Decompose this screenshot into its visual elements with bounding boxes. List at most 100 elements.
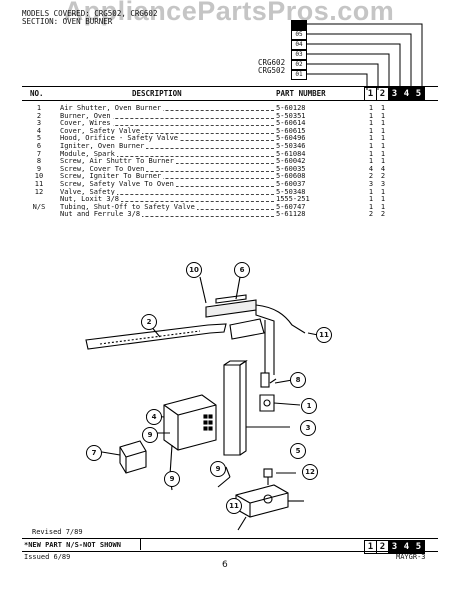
part-item-number: 3 bbox=[36, 119, 42, 128]
part-description: Screw, Air Shuttr To Burner bbox=[60, 157, 176, 166]
part-qty-1: 1 bbox=[368, 104, 374, 112]
model-label-crg502: CRG502 bbox=[258, 66, 286, 75]
part-item-number: 12 bbox=[34, 187, 44, 196]
callout-10: 10 bbox=[186, 262, 202, 278]
part-qty-1: 1 bbox=[368, 187, 374, 196]
part-qty-2: 3 bbox=[380, 180, 386, 188]
part-description: Burner, Oven bbox=[60, 111, 113, 120]
code-box-01: 01 bbox=[291, 70, 307, 80]
part-description: Igniter, Oven Burner bbox=[60, 142, 147, 150]
page-number: 6 bbox=[222, 560, 228, 570]
part-description: Cover, Wires bbox=[60, 119, 113, 128]
header-rule-top bbox=[22, 86, 438, 87]
callout-7: 7 bbox=[86, 445, 102, 461]
part-qty-1: 1 bbox=[368, 202, 374, 211]
part-item-number: 11 bbox=[34, 180, 44, 188]
part-qty-1: 1 bbox=[368, 111, 374, 120]
part-description: Valve, Safety bbox=[60, 187, 117, 196]
part-qty-2: 1 bbox=[380, 104, 386, 112]
model-code-connectors bbox=[306, 23, 423, 90]
part-number: 5-60496 bbox=[276, 134, 306, 143]
part-qty-1: 1 bbox=[368, 149, 374, 158]
part-item-number: 10 bbox=[34, 172, 44, 181]
col-no: NO. bbox=[30, 89, 44, 98]
watermark: AppliancePartsPros.com bbox=[63, 0, 395, 26]
part-number: 5-60128 bbox=[276, 104, 306, 112]
part-number: 5-60747 bbox=[276, 202, 306, 211]
callout-6: 6 bbox=[234, 262, 250, 278]
part-number: 5-60615 bbox=[276, 126, 306, 135]
part-qty-2: 1 bbox=[380, 202, 386, 211]
footer-qty-col-5: 5 bbox=[412, 540, 425, 554]
doc-code: MAYGR-3 bbox=[396, 553, 426, 561]
code-box-04: 04 bbox=[291, 40, 307, 50]
part-qty-2: 2 bbox=[380, 210, 386, 219]
code-box-filled bbox=[291, 20, 307, 30]
footer-rule-top bbox=[22, 538, 438, 539]
part-qty-2: 1 bbox=[380, 149, 386, 158]
part-qty-1: 2 bbox=[368, 210, 374, 219]
header-rule-bottom bbox=[22, 100, 438, 101]
part-description: Tubing, Shut-Off to Safety Valve bbox=[60, 202, 197, 211]
part-qty-2: 1 bbox=[380, 126, 386, 135]
part-description: Nut and Ferrule 3/8 bbox=[60, 210, 143, 219]
part-qty-2: 1 bbox=[380, 195, 386, 204]
part-description: Air Shutter, Oven Burner bbox=[60, 104, 164, 112]
igniter-bracket bbox=[205, 299, 257, 318]
part-item-number: 6 bbox=[36, 142, 42, 150]
callout-4: 4 bbox=[146, 409, 162, 425]
callout-9-bottom: 9 bbox=[164, 471, 180, 487]
code-box-03: 03 bbox=[291, 50, 307, 60]
callout-9-middle: 9 bbox=[210, 461, 226, 477]
part-number: 5-61128 bbox=[276, 210, 306, 219]
callout-11-bottom: 11 bbox=[226, 498, 242, 514]
callout-2: 2 bbox=[141, 314, 157, 330]
part-description: Module, Spark bbox=[60, 149, 117, 158]
spark-module bbox=[119, 440, 147, 474]
part-qty-1: 1 bbox=[368, 195, 374, 204]
callout-9-left: 9 bbox=[142, 427, 158, 443]
part-qty-2: 1 bbox=[380, 111, 386, 120]
part-number: 5-50348 bbox=[276, 187, 306, 196]
part-item-number: 1 bbox=[36, 104, 42, 112]
part-qty-1: 1 bbox=[368, 134, 374, 143]
exploded-parts-diagram bbox=[85, 276, 319, 531]
revised-date: Revised 7/89 bbox=[32, 528, 83, 536]
code-box-02: 02 bbox=[291, 60, 307, 70]
part-item-number: 8 bbox=[36, 157, 42, 166]
safety-valve bbox=[235, 484, 289, 518]
qty-col-5: 5 bbox=[412, 87, 425, 101]
part-description: Screw, Igniter To Burner bbox=[60, 172, 164, 181]
part-number: 5-50351 bbox=[276, 111, 306, 120]
part-number: 5-60037 bbox=[276, 180, 306, 188]
part-item-number: 9 bbox=[36, 164, 42, 173]
col-part-number: PART NUMBER bbox=[276, 89, 326, 98]
part-number: 5-50346 bbox=[276, 142, 306, 150]
callout-5: 5 bbox=[290, 443, 306, 459]
part-qty-2: 1 bbox=[380, 157, 386, 166]
part-item-number: 7 bbox=[36, 149, 42, 158]
col-description: DESCRIPTION bbox=[132, 89, 182, 98]
callout-8: 8 bbox=[290, 372, 306, 388]
part-description: Cover, Safety Valve bbox=[60, 126, 143, 135]
part-item-number: 5 bbox=[36, 134, 42, 143]
part-qty-1: 1 bbox=[368, 126, 374, 135]
part-number: 5-61084 bbox=[276, 149, 306, 158]
part-qty-1: 4 bbox=[368, 164, 374, 173]
part-qty-1: 1 bbox=[368, 157, 374, 166]
part-qty-1: 3 bbox=[368, 180, 374, 188]
callout-1: 1 bbox=[301, 398, 317, 414]
part-qty-2: 1 bbox=[380, 119, 386, 128]
part-item-number: N/S bbox=[32, 202, 46, 211]
wires-cover bbox=[223, 364, 241, 456]
footer-rule-bottom bbox=[22, 551, 438, 552]
footer-legend: *NEW PART N/S-NOT SHOWN bbox=[24, 541, 121, 549]
part-number: 5-60608 bbox=[276, 172, 306, 181]
part-qty-2: 4 bbox=[380, 164, 386, 173]
part-qty-1: 1 bbox=[368, 119, 374, 128]
part-qty-2: 2 bbox=[380, 172, 386, 181]
footer-divider bbox=[140, 538, 141, 550]
part-qty-2: 1 bbox=[380, 134, 386, 143]
issued-date: Issued 6/89 bbox=[24, 553, 71, 561]
part-number: 5-60614 bbox=[276, 119, 306, 128]
